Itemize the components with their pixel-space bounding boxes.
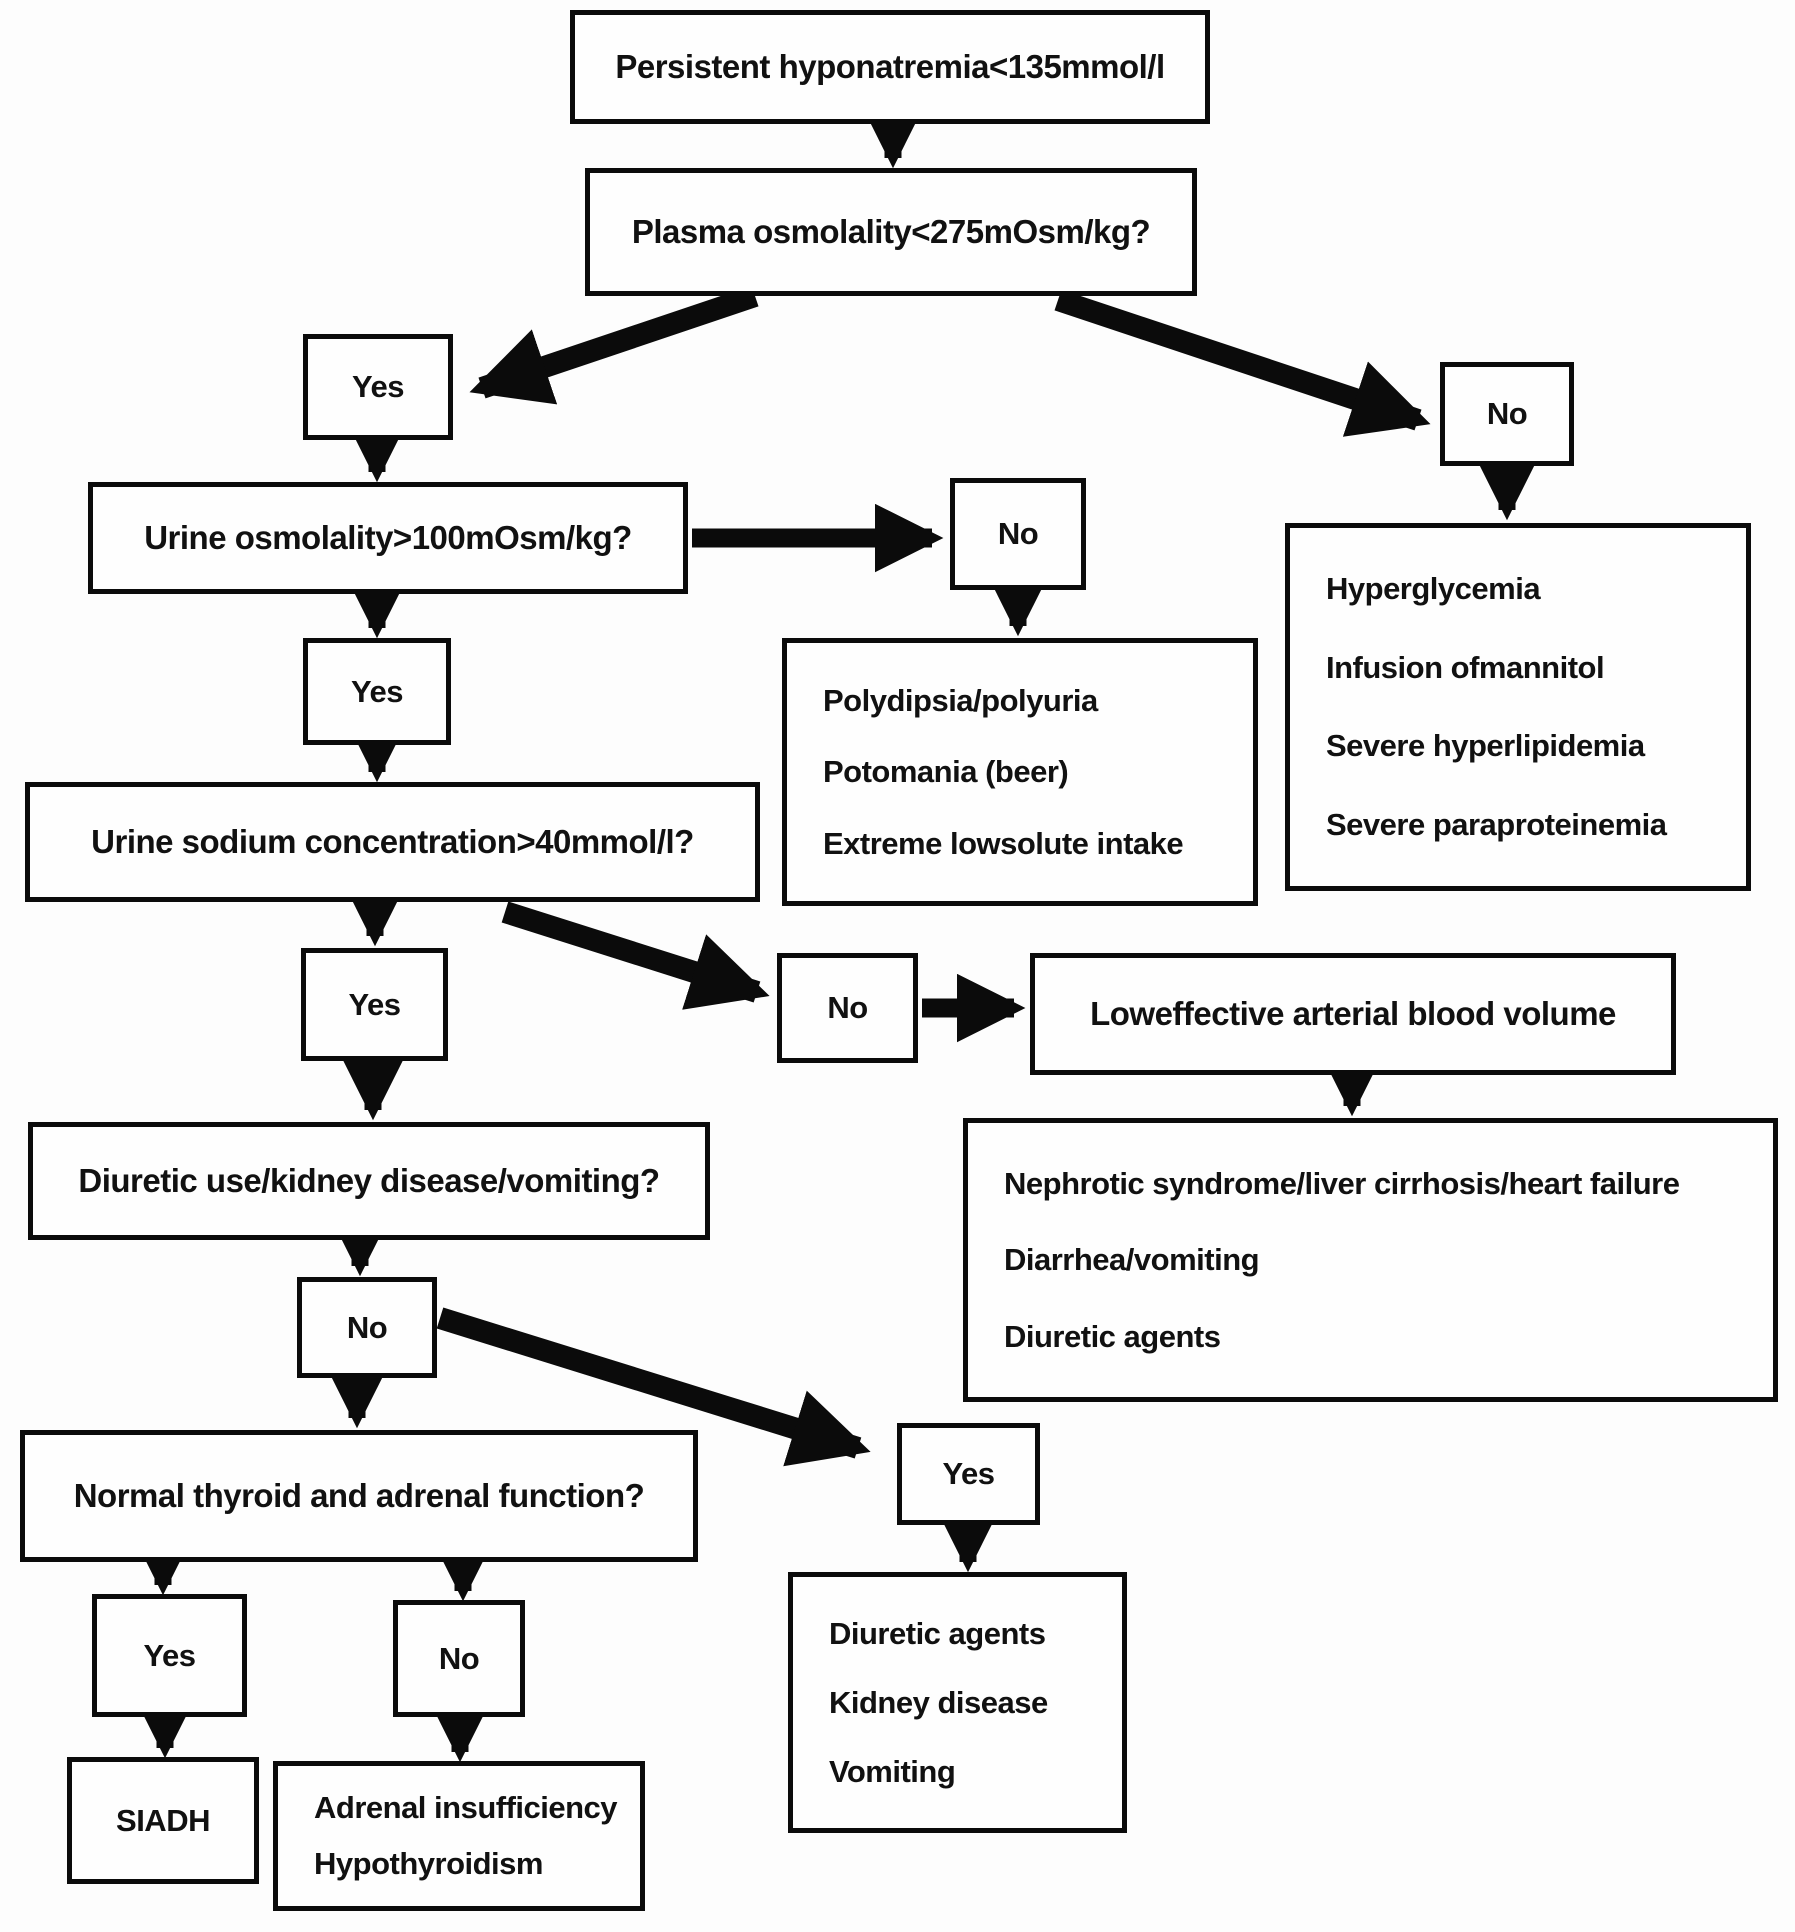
list-item: Diuretic agents	[1004, 1318, 1221, 1354]
list-item: Potomania (beer)	[823, 754, 1069, 790]
node-no-thyroid-adrenal: No	[393, 1600, 525, 1717]
node-no-plasma: No	[1440, 362, 1574, 466]
arrow-plasma-to-yes	[469, 285, 759, 405]
arrow-urine-sodium-to-no	[501, 901, 770, 1010]
node-low-solute-causes: Polydipsia/polyuria Potomania (beer) Ext…	[782, 638, 1258, 906]
node-yes-diuretic-use: Yes	[897, 1423, 1040, 1525]
node-endocrine-causes: Adrenal insufficiency Hypothyroidism	[273, 1761, 645, 1911]
list-item: Diuretic agents	[829, 1615, 1046, 1651]
node-yes-thyroid-adrenal: Yes	[92, 1594, 247, 1717]
node-thyroid-adrenal-question: Normal thyroid and adrenal function?	[20, 1430, 698, 1562]
list-item: Adrenal insufficiency	[314, 1790, 618, 1826]
list-item: Infusion ofmannitol	[1326, 649, 1605, 685]
node-renal-loss-causes: Diuretic agents Kidney disease Vomiting	[788, 1572, 1127, 1833]
list-item: Hyperglycemia	[1326, 571, 1541, 607]
node-low-effective-arterial-blood-volume: Loweffective arterial blood volume	[1030, 953, 1676, 1075]
node-no-diuretic-use: No	[297, 1277, 437, 1378]
list-item: Nephrotic syndrome/liver cirrhosis/heart…	[1004, 1165, 1680, 1201]
node-yes-urine-osmolality: Yes	[303, 638, 451, 745]
node-plasma-osmolality-question: Plasma osmolality<275mOsm/kg?	[585, 168, 1197, 296]
node-no-urine-sodium: No	[777, 953, 918, 1063]
list-item: Kidney disease	[829, 1684, 1048, 1720]
node-urine-osmolality-question: Urine osmolality>100mOsm/kg?	[88, 482, 688, 594]
list-item: Polydipsia/polyuria	[823, 682, 1098, 718]
node-urine-sodium-question: Urine sodium concentration>40mmol/l?	[25, 782, 760, 902]
node-yes-plasma: Yes	[303, 334, 453, 440]
list-item: Severe paraproteinemia	[1326, 806, 1667, 842]
list-item: Hypothyroidism	[314, 1846, 543, 1882]
node-diuretic-use-question: Diuretic use/kidney disease/vomiting?	[28, 1122, 710, 1240]
list-item: Severe hyperlipidemia	[1326, 728, 1645, 764]
node-hypervolemic-causes: Nephrotic syndrome/liver cirrhosis/heart…	[963, 1118, 1778, 1402]
arrow-plasma-to-no	[1054, 289, 1431, 437]
node-siadh-diagnosis: SIADH	[67, 1757, 259, 1884]
node-persistent-hyponatremia: Persistent hyponatremia<135mmol/l	[570, 10, 1210, 124]
node-no-urine-osmolality: No	[950, 478, 1086, 590]
node-pseudohyponatremia-causes: Hyperglycemia Infusion ofmannitol Severe…	[1285, 523, 1751, 891]
arrow-no-to-yes-right	[436, 1307, 871, 1467]
list-item: Vomiting	[829, 1753, 956, 1789]
list-item: Diarrhea/vomiting	[1004, 1242, 1260, 1278]
list-item: Extreme lowsolute intake	[823, 825, 1184, 861]
node-yes-urine-sodium: Yes	[301, 948, 448, 1061]
